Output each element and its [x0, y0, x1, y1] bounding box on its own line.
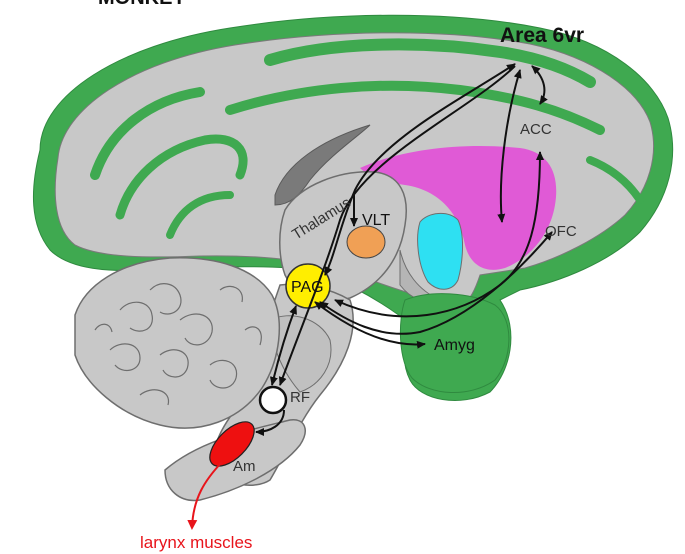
label-amyg: Amyg [434, 337, 475, 354]
label-area6vr: Area 6vr [500, 24, 584, 47]
label-larynx-muscles: larynx muscles [140, 533, 252, 552]
label-ofc: OFC [545, 223, 577, 240]
label-am: Am [233, 458, 256, 475]
label-rf: RF [290, 389, 310, 406]
label-pag: PAG [291, 279, 324, 296]
cerebellum [75, 258, 279, 428]
label-acc: ACC [520, 121, 552, 138]
vlt-nucleus [347, 226, 385, 258]
label-vlt: VLT [362, 212, 390, 229]
rf-nucleus [260, 387, 286, 413]
header-partial: MONKEY [98, 0, 186, 9]
